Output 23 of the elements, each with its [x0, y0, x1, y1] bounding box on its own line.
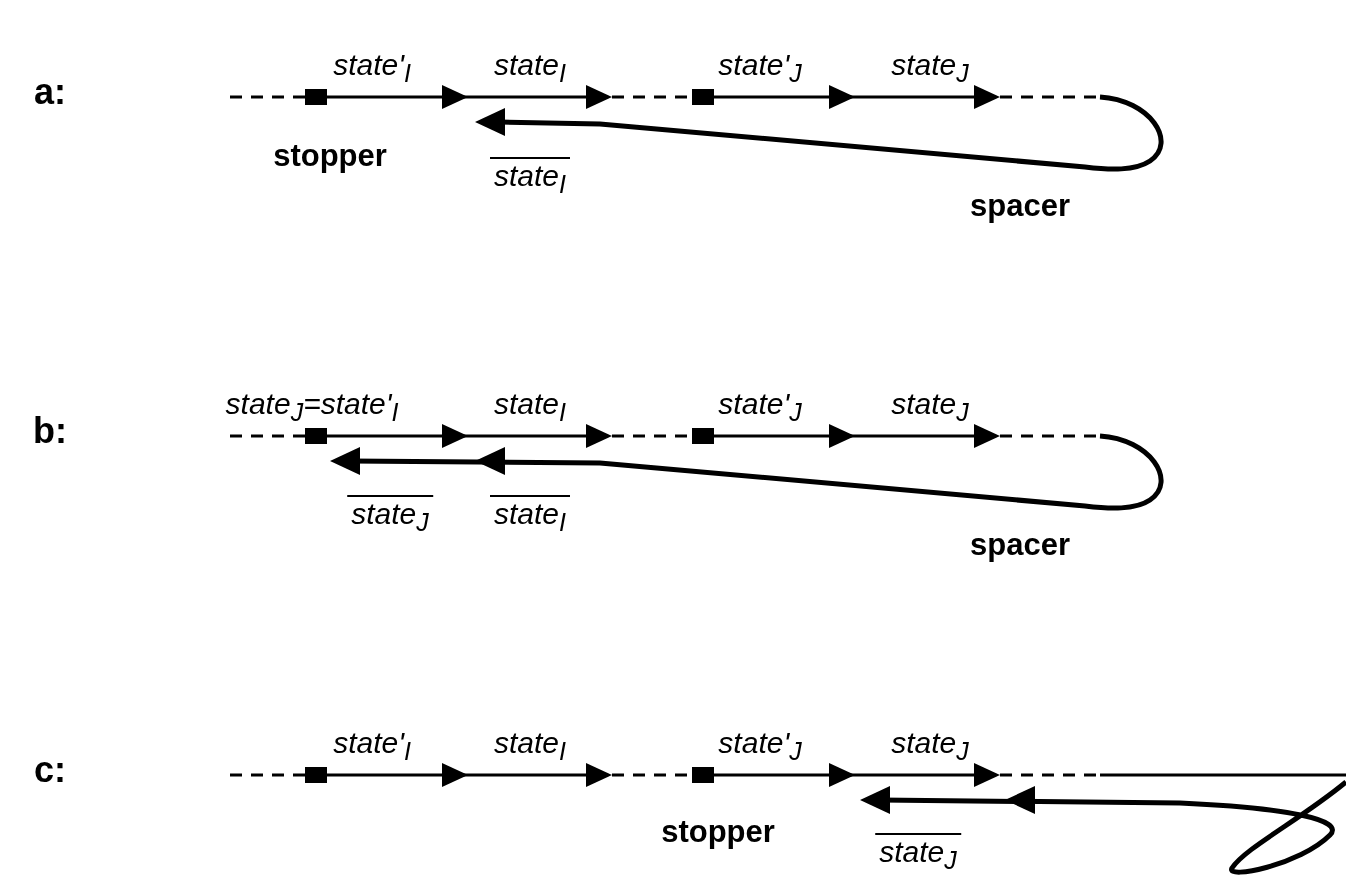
panel-label: c: — [34, 749, 66, 791]
sequence-label: state'$_{I}$ — [333, 726, 411, 766]
sequence-label: state'$_{J}$ — [718, 48, 802, 88]
part-label: spacer — [970, 188, 1070, 224]
sequence-label: state$_{J}$ — [347, 495, 433, 537]
panel-label: b: — [33, 410, 67, 452]
sequence-label: state$_{I}$ — [494, 48, 566, 88]
sequence-label: state'$_{J}$ — [718, 726, 802, 766]
sequence-label: state'$_{I}$ — [333, 48, 411, 88]
sequence-label: state$_{I}$ — [490, 495, 570, 537]
sequence-label: state'$_{J}$ — [718, 387, 802, 427]
sequence-label: state$_{J}$=state'$_{I}$ — [225, 387, 399, 427]
part-label: spacer — [970, 527, 1070, 563]
sequence-label: state$_{I}$ — [494, 726, 566, 766]
sequence-label: state$_{I}$ — [494, 387, 566, 427]
sequence-label: state$_{J}$ — [875, 833, 961, 875]
sequence-label: state$_{J}$ — [891, 726, 969, 766]
sequence-label: state$_{J}$ — [891, 387, 969, 427]
part-label: stopper — [661, 814, 775, 850]
part-label: stopper — [273, 138, 387, 174]
sequence-label: state$_{J}$ — [891, 48, 969, 88]
sequence-label: state$_{I}$ — [490, 157, 570, 199]
panel-label: a: — [34, 71, 66, 113]
